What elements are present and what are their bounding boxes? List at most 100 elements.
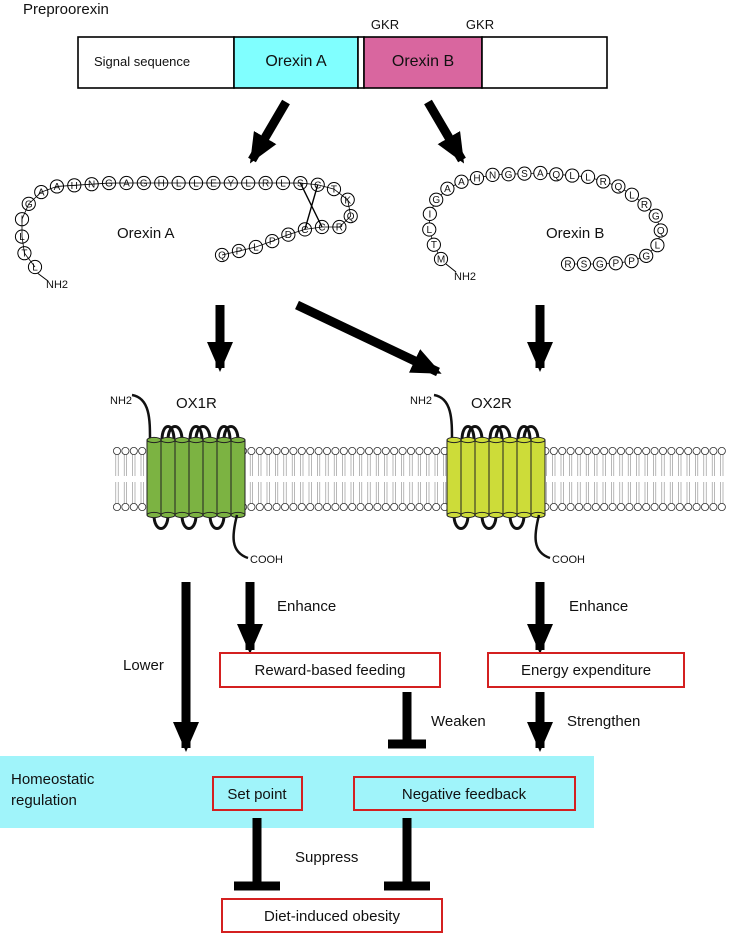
orexin-a-residue-letter: D <box>285 230 292 241</box>
orexin-b-residue-letter: H <box>473 174 480 185</box>
orexin-a-residue-chain: LTLIGAAHNGAGHLLEYLRLSCTKQRCCDPLPQ <box>14 175 358 275</box>
ox2r-helix-cap <box>488 511 504 519</box>
lipid-head <box>684 446 693 455</box>
ox1r-helix-cap <box>160 436 176 444</box>
reward-feeding-box <box>219 652 441 688</box>
ox2r-helix <box>516 439 532 516</box>
lipid-head <box>138 502 147 511</box>
lipid-head <box>617 446 626 455</box>
orexin-b-residue <box>501 167 516 182</box>
orexin-b-residue-letter: G <box>596 260 604 271</box>
ox2r-helix <box>530 439 546 516</box>
ox1r-helix-cap <box>188 436 204 444</box>
orexin-a-residue-letter: H <box>158 179 165 190</box>
gkr-linker-1 <box>357 36 365 89</box>
orexin-a-residue-letter: R <box>336 223 343 234</box>
lipid-head <box>381 502 390 511</box>
lipid-head <box>415 502 424 511</box>
arrow-precursor-to-orexin-b <box>424 99 466 164</box>
ox2r-extracellular-loop <box>460 425 476 441</box>
ox2r-loop <box>452 514 470 530</box>
lipid-head <box>306 446 315 455</box>
lipid-head <box>591 446 600 455</box>
lipid-head <box>348 502 357 511</box>
lipid-head <box>339 446 348 455</box>
lipid-head <box>583 446 592 455</box>
lipid-head <box>608 502 617 511</box>
ox2r-c-terminus-tail <box>534 514 551 560</box>
lipid-head <box>348 446 357 455</box>
ox1r-helix-cap <box>202 511 218 519</box>
cleavage-site-1: GKR <box>371 17 399 32</box>
orexin-b-residue-letter: Q <box>552 170 560 181</box>
ox1r-c-terminus-tail <box>232 514 249 560</box>
orexin-b-residue-letter: I <box>428 209 431 220</box>
ox1r-helix <box>174 439 190 516</box>
orexin-b-residue-letter: L <box>629 190 635 201</box>
orexin-b-residue <box>433 251 449 267</box>
lipid-head <box>717 502 726 511</box>
suppress-label: Suppress <box>295 849 358 866</box>
signal-sequence-label: Signal sequence <box>94 54 190 69</box>
ox2r-helix <box>488 439 504 516</box>
lipid-head <box>650 502 659 511</box>
ox1r-extracellular-loop <box>216 425 232 441</box>
lipid-head <box>692 446 701 455</box>
lipid-head <box>138 446 147 455</box>
lipid-head <box>255 446 264 455</box>
lipid-head <box>398 446 407 455</box>
ox2r-helix <box>502 439 518 516</box>
orexin-b-residue-letter: A <box>537 169 544 180</box>
orexin-b-residue-letter: Q <box>615 182 623 193</box>
lipid-head <box>667 502 676 511</box>
lipid-head <box>684 502 693 511</box>
ox1r-nh2: NH2 <box>110 395 132 407</box>
orexin-b-residue <box>422 222 437 237</box>
ox2r-cooh: COOH <box>552 554 585 566</box>
lipid-head <box>306 502 315 511</box>
orexin-b-residue-letter: T <box>431 240 437 251</box>
lipid-head <box>289 502 298 511</box>
signal-sequence-segment <box>77 36 235 89</box>
ox2r-n-terminus-tail <box>433 393 454 441</box>
enhance-label-1: Enhance <box>277 598 336 615</box>
lipid-head <box>692 502 701 511</box>
ox1r-n-terminus-tail <box>131 393 152 441</box>
lipid-head <box>264 502 273 511</box>
precursor-title: Preproorexin <box>23 1 109 18</box>
ox1r-loop <box>194 425 212 441</box>
ox2r-helix-cap <box>516 511 532 519</box>
lipid-head <box>415 446 424 455</box>
lipid-head <box>129 446 138 455</box>
orexin-b-segment-label: Orexin B <box>392 53 454 70</box>
orexin-a-residue-letter: P <box>236 246 243 257</box>
orexin-b-residue <box>426 237 441 252</box>
ox1r-loop <box>208 514 226 530</box>
orexin-a-segment <box>233 36 359 89</box>
lipid-head <box>373 446 382 455</box>
lipid-head <box>272 446 281 455</box>
lipid-head <box>566 502 575 511</box>
lipid-head <box>280 502 289 511</box>
orexin-b-residue <box>592 256 607 272</box>
lipid-head <box>247 502 256 511</box>
arrow-orexin-a-to-ox2r <box>295 300 442 377</box>
lipid-head <box>364 502 373 511</box>
ox1r-helix-cap <box>216 436 232 444</box>
lipid-head <box>558 446 567 455</box>
lipid-head <box>398 502 407 511</box>
orexin-b-peptide-name: Orexin B <box>546 225 604 242</box>
lipid-head <box>701 446 710 455</box>
obesity-box <box>221 898 443 933</box>
lipid-head <box>659 446 668 455</box>
precursor-bar <box>77 36 608 89</box>
orexin-a-residue-letter: L <box>176 179 182 190</box>
orexin-b-residue <box>624 187 640 202</box>
set-point-box <box>212 776 303 811</box>
lipid-head <box>423 446 432 455</box>
lipid-head <box>364 446 373 455</box>
orexin-a-residue-letter: C <box>318 223 325 234</box>
lipid-head <box>675 446 684 455</box>
lipid-head <box>675 502 684 511</box>
